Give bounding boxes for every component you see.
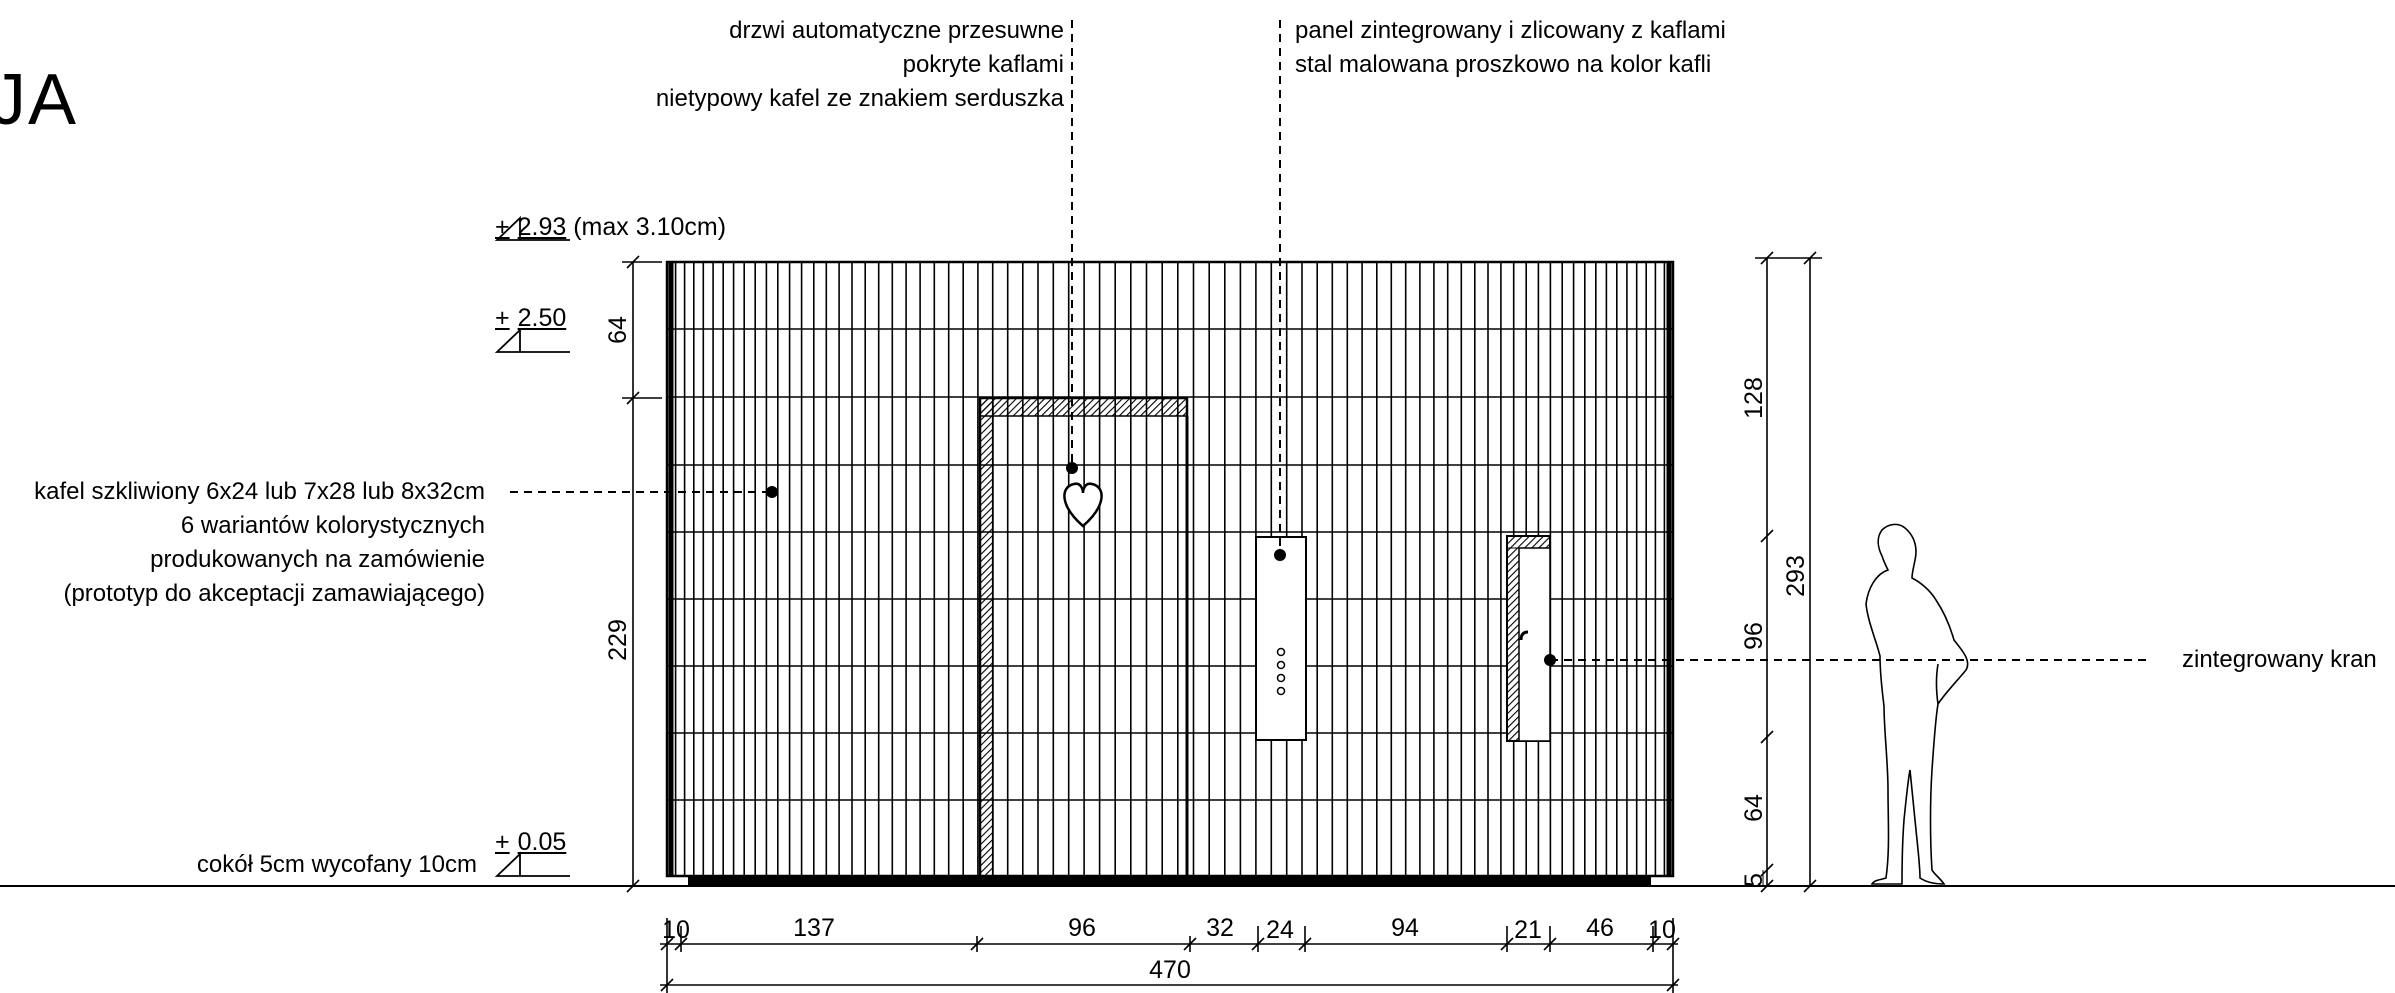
level-1-value: 2.93	[517, 213, 567, 241]
panel-label-1: panel zintegrowany i zlicowany z kaflami	[1295, 17, 1726, 44]
leader-dot-panel	[1274, 549, 1286, 561]
dim-right-total: 293	[1782, 555, 1810, 597]
dimension-lines-left	[622, 255, 662, 893]
leader-dot-tile	[766, 486, 778, 498]
dim-left-1: 64	[604, 316, 632, 344]
dim-h-5: 24	[1266, 916, 1294, 944]
dim-h-4: 32	[1206, 914, 1234, 942]
level-2-sign: +	[495, 304, 510, 332]
door-annotation: drzwi automatyczne przesuwne pokryte kaf…	[656, 14, 1064, 116]
heart-icon	[1063, 482, 1103, 528]
tile-label-1: kafel szkliwiony 6x24 lub 7x28 lub 8x32c…	[34, 478, 485, 505]
tile-grid-vertical	[674, 262, 1666, 876]
tile-label-4: (prototyp do akceptacji zamawiającego)	[63, 580, 485, 607]
dim-h-8: 46	[1586, 914, 1614, 942]
dim-right-1: 128	[1740, 377, 1768, 419]
leader-lines	[510, 20, 2150, 661]
panel-annotation: panel zintegrowany i zlicowany z kaflami…	[1295, 14, 1726, 82]
plinth-annotation: cokół 5cm wycofany 10cm	[197, 848, 477, 882]
wall-outline	[665, 260, 1675, 878]
tile-label-3: produkowanych na zamówienie	[150, 546, 485, 573]
dim-left-2: 229	[604, 619, 632, 661]
panel-button-1	[1276, 647, 1286, 657]
dimension-lines-bottom	[660, 918, 1680, 993]
level-2-value: 2.50	[517, 304, 567, 332]
page-title: JA	[0, 60, 79, 140]
tap-icon	[1519, 630, 1529, 641]
dim-h-6: 94	[1391, 914, 1419, 942]
level-1-note: (max 3.10cm)	[573, 213, 727, 241]
level-3-value: 0.05	[517, 828, 567, 856]
dim-h-7: 21	[1514, 916, 1542, 944]
tile-annotation: kafel szkliwiony 6x24 lub 7x28 lub 8x32c…	[34, 475, 485, 611]
plinth-label: cokół 5cm wycofany 10cm	[196, 851, 477, 878]
dimension-lines-right	[1755, 251, 1822, 893]
panel-label-2: stal malowana proszkowo na kolor kafli	[1295, 51, 1712, 78]
integrated-panel	[1255, 536, 1307, 741]
door-label-3: nietypowy kafel ze znakiem serduszka	[655, 85, 1064, 112]
door-label-2: pokryte kaflami	[902, 51, 1064, 78]
panel-button-3	[1276, 673, 1286, 683]
dim-right-2: 96	[1740, 622, 1768, 650]
panel-button-4	[1276, 686, 1286, 696]
tap-niche	[1506, 535, 1551, 742]
tap-annotation: zintegrowany kran	[2182, 643, 2377, 677]
door-label-1: drzwi automatyczne przesuwne	[729, 17, 1064, 44]
dim-h-3: 96	[1068, 914, 1096, 942]
dim-h-9: 10	[1648, 916, 1676, 944]
dim-right-3: 64	[1740, 794, 1768, 822]
dim-h-2: 137	[793, 914, 835, 942]
dim-total: 470	[1149, 956, 1191, 984]
level-2: +2.50	[495, 304, 566, 332]
level-1: +2.93 (max 3.10cm)	[495, 213, 726, 241]
dim-right-4: 5	[1740, 873, 1768, 887]
human-figure	[1865, 523, 1969, 885]
leader-dot-door	[1066, 462, 1078, 474]
sliding-door	[978, 396, 1189, 884]
panel-button-2	[1276, 660, 1286, 670]
level-3-sign: +	[495, 828, 510, 856]
level-3: +0.05	[495, 828, 566, 856]
tile-label-2: 6 wariantów kolorystycznych	[180, 512, 485, 539]
tiled-wall	[667, 262, 1673, 876]
dim-h-1: 10	[662, 916, 690, 944]
leader-dot-tap	[1544, 654, 1556, 666]
tap-label: zintegrowany kran	[2182, 646, 2377, 673]
level-1-sign: +	[495, 213, 510, 241]
level-markers	[494, 215, 570, 877]
